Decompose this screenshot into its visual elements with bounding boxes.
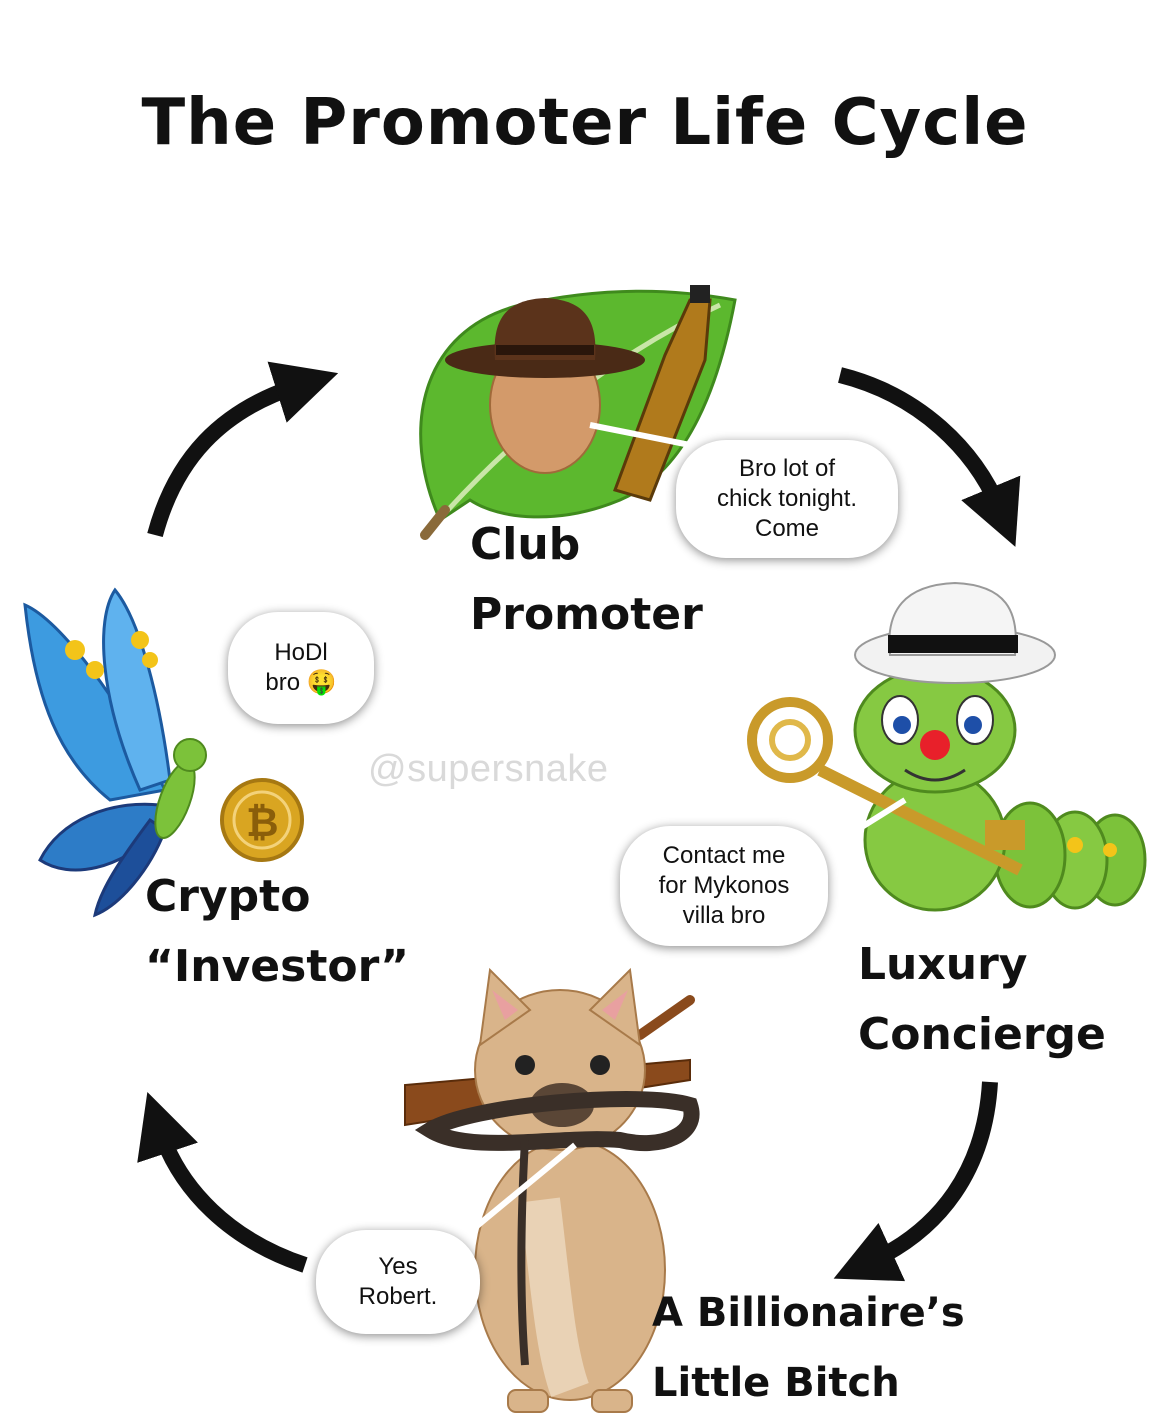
stage-label-line: Club [470,519,581,570]
tequila-bottle-icon [613,285,712,502]
golden-key-icon [747,697,1025,876]
french-bulldog-icon [474,967,666,1413]
bubble-line: bro 🤑 [265,669,337,696]
bubble-line: Contact me [662,842,786,869]
cycle-arrow-icon [833,1081,998,1282]
speech-bubble-crypto: HoDl bro 🤑 [228,612,374,724]
stage-label-line: Little Bitch [652,1360,900,1406]
leash-icon [414,1091,700,1366]
bubble-line: Robert. [358,1283,438,1310]
stage-luxury-concierge: Luxury Concierge [858,930,1106,1070]
white-hat-icon [854,581,1056,684]
bubble-line: for Mykonos [658,872,790,899]
page-title: The Promoter Life Cycle [141,86,1029,160]
cycle-arrow-icon [147,361,339,538]
bubble-line: HoDl [274,639,328,666]
speech-bubble-club: Bro lot of chick tonight. Come [676,440,898,558]
stage-label-line: “Investor” [145,941,410,992]
bubble-line: chick tonight. [716,485,858,512]
bubble-line: Bro lot of [738,455,836,482]
bubble-line: villa bro [682,902,766,929]
stage-label-line: A Billionaire’s [652,1290,965,1336]
watermark: @supersnake [368,748,609,790]
speech-bubble-concierge: Contact me for Mykonos villa bro [620,826,828,946]
bitcoin-symbol: ₿ [246,800,279,846]
cycle-arrow-icon [838,367,1021,547]
bubble-line: Come [754,515,820,542]
stage-club-promoter: Club Promoter [470,510,703,650]
bitcoin-coin-icon [220,778,304,862]
butterfly-icon [23,587,207,918]
bubble-line: Yes [378,1253,418,1280]
cycle-arrow-icon [137,1092,308,1273]
stage-label-line: Promoter [470,589,703,640]
stage-label-line: Crypto [145,871,311,922]
caterpillar-icon [853,666,1147,912]
stage-label-line: Luxury [858,939,1028,990]
cowboy-hat-icon [445,298,645,378]
speech-bubble-dog: Yes Robert. [316,1230,480,1334]
stage-crypto-investor: Crypto “Investor” [145,862,409,1002]
stage-label-line: Concierge [858,1009,1106,1060]
stage-billionaire: A Billionaire’s Little Bitch [652,1278,965,1418]
